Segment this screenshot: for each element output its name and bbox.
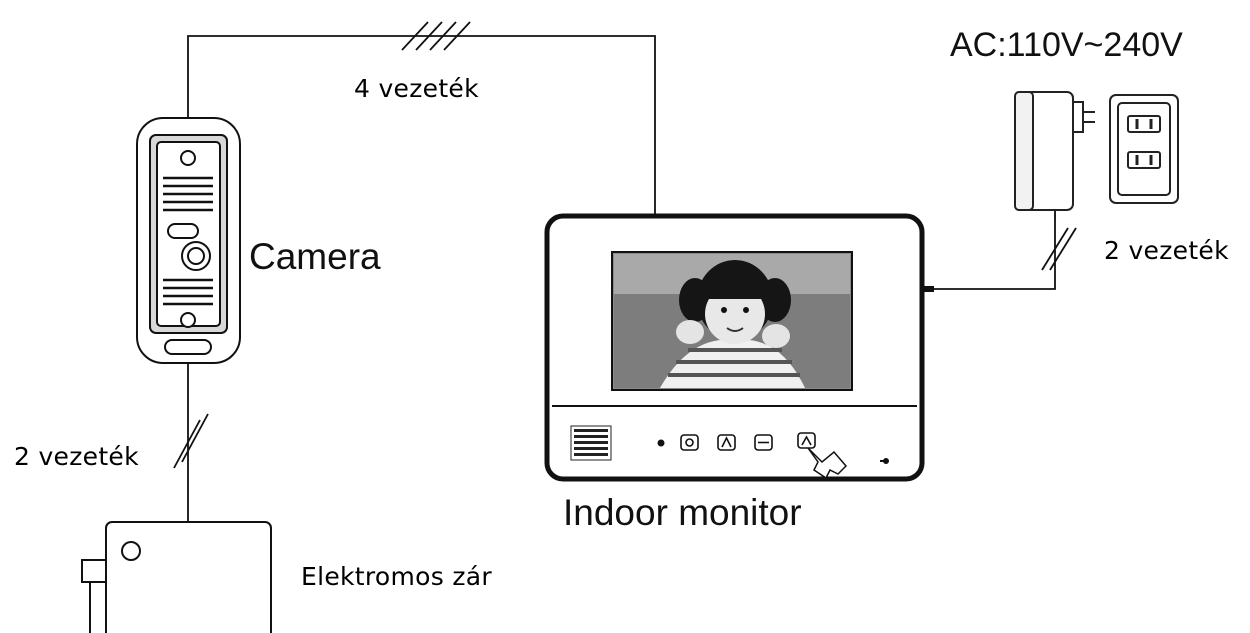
power-adapter-icon [1014,91,1095,220]
cable-2-wire-lock [173,362,209,522]
label-2-wires-power: 2 vezeték [1100,236,1233,265]
pointing-hand-icon [807,447,848,480]
wall-socket-icon [1109,94,1179,204]
cable-2-wire-power [922,200,1077,290]
talk-button-icon [680,434,699,451]
monitor-buttons [680,432,816,451]
child-photo [614,254,850,388]
label-power-supply: AC:110V~240V [950,26,1183,64]
cable-connector [922,286,934,292]
label-4-wires: 4 vezeték [348,74,485,103]
menu-button-icon [797,432,816,449]
label-indoor-monitor: Indoor monitor [563,492,802,533]
label-electric-lock: Elektromos zár [301,562,492,591]
camera-unit-icon [136,117,241,364]
power-indicator-icon [880,458,889,464]
monitor-button-icon [717,434,736,451]
indoor-monitor-icon [544,213,934,482]
mic-dot-icon [657,439,665,447]
label-camera: Camera [249,236,381,277]
cable-4-wire [187,21,656,240]
label-2-wires-lock: 2 vezeték [10,442,143,471]
speaker-grille-icon [570,425,612,461]
unlock-button-icon [754,434,773,451]
electric-lock-icon [81,521,272,633]
